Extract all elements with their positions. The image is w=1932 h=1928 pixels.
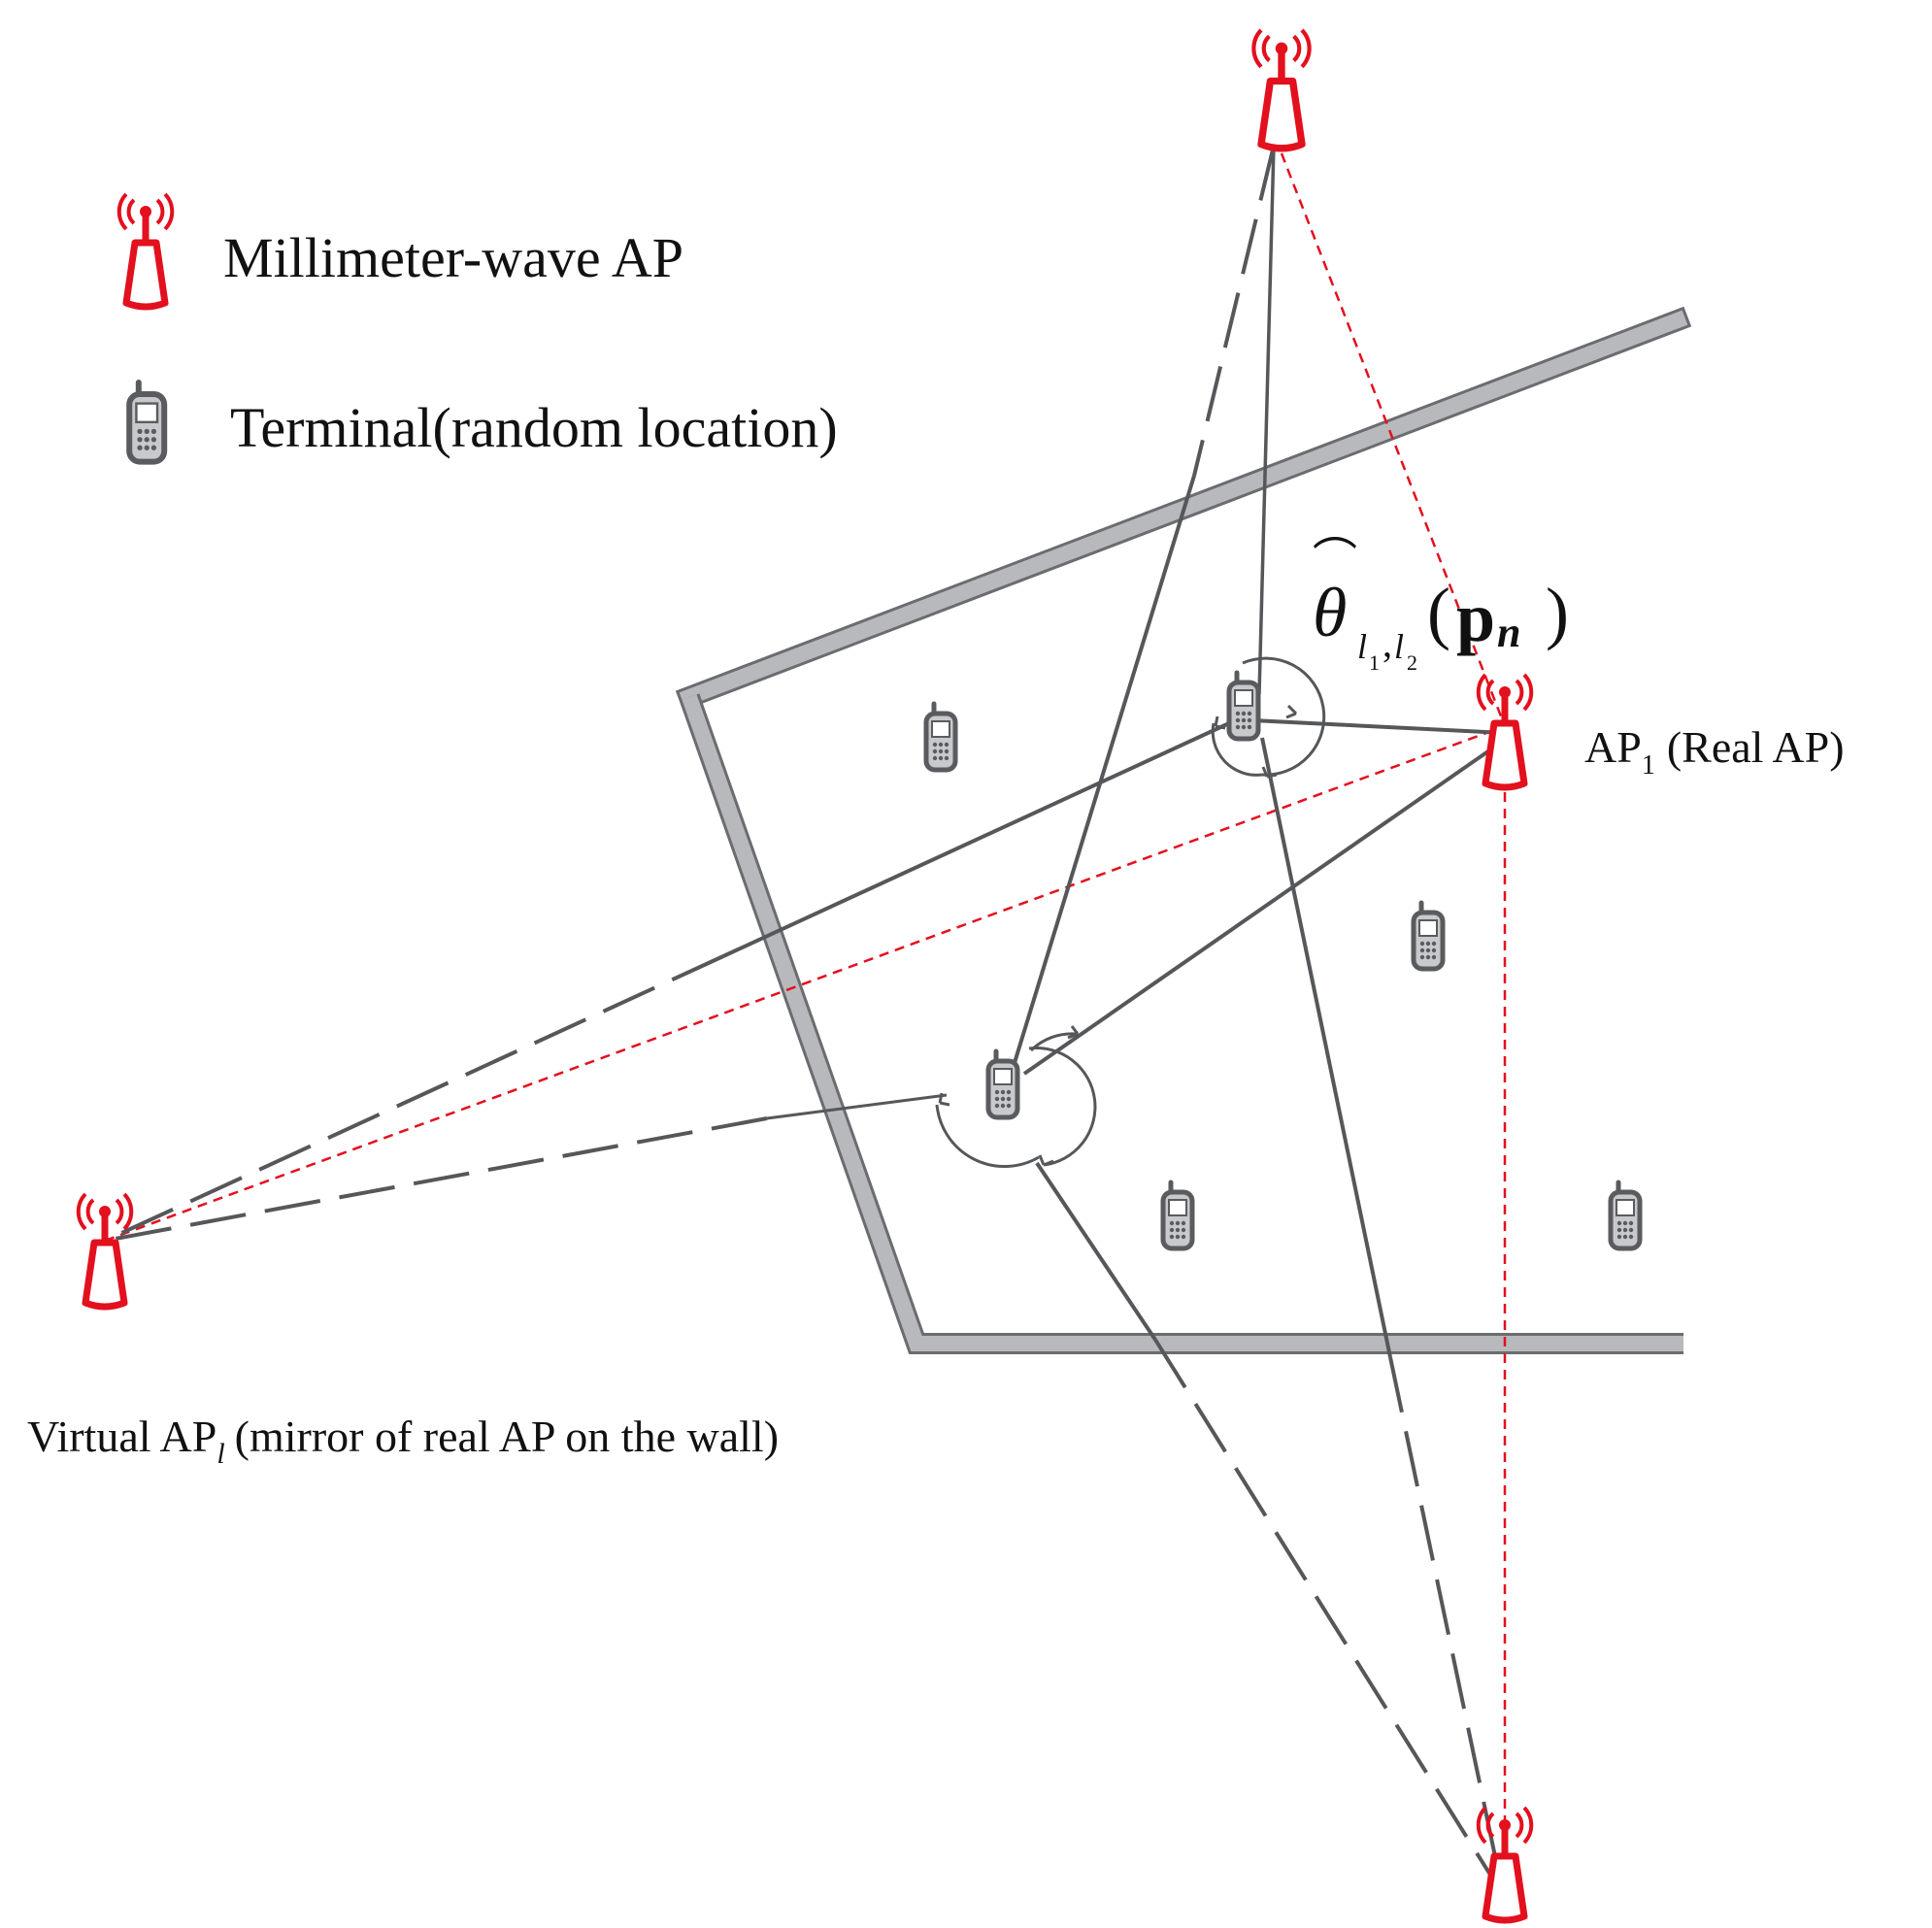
mirror-geometry (104, 152, 1507, 1864)
virtual-ap-top-icon (1253, 30, 1309, 149)
signal-paths (104, 145, 1507, 1904)
svg-text:p: p (1456, 579, 1495, 656)
terminals (129, 382, 1640, 1248)
angle-label: ⌒ θ l 1 , l 2 ( p n ) (1313, 535, 1569, 675)
svg-text:θ: θ (1313, 574, 1347, 651)
svg-text:n: n (1497, 609, 1520, 656)
virtual-ap-bottom-icon (1479, 1808, 1531, 1920)
angle-arc-terminal-1 (1242, 656, 1326, 777)
virtual-ap-left-icon (79, 1194, 131, 1307)
svg-text:1: 1 (1369, 650, 1380, 675)
terminal-icon (1414, 903, 1443, 969)
real-ap-label: AP1(Real AP) (1584, 722, 1845, 781)
legend-ap-label: Millimeter-wave AP (223, 226, 683, 289)
svg-text:2: 2 (1407, 650, 1417, 675)
svg-text:): ) (1546, 574, 1569, 651)
svg-text:(: ( (1427, 574, 1450, 651)
svg-text:l: l (1357, 627, 1367, 666)
terminal-icon (1229, 673, 1258, 739)
svg-text:l: l (1394, 627, 1404, 666)
legend-terminal-label: Terminal(random location) (230, 396, 838, 459)
legend-terminal-icon (129, 382, 164, 462)
terminal-icon (1611, 1182, 1640, 1248)
angle-arcs (935, 656, 1326, 1168)
virtual-ap-label: Virtual APl(mirror of real AP on the wal… (27, 1412, 779, 1470)
svg-text:,: , (1382, 621, 1392, 665)
terminal-icon (988, 1051, 1017, 1117)
terminal-icon (1163, 1182, 1192, 1248)
svg-text:⌒: ⌒ (1313, 535, 1357, 584)
legend-ap-icon (119, 194, 172, 307)
terminal-icon (926, 704, 955, 770)
access-points (79, 30, 1531, 1920)
angle-arc-terminal-2 (1028, 1047, 1097, 1167)
